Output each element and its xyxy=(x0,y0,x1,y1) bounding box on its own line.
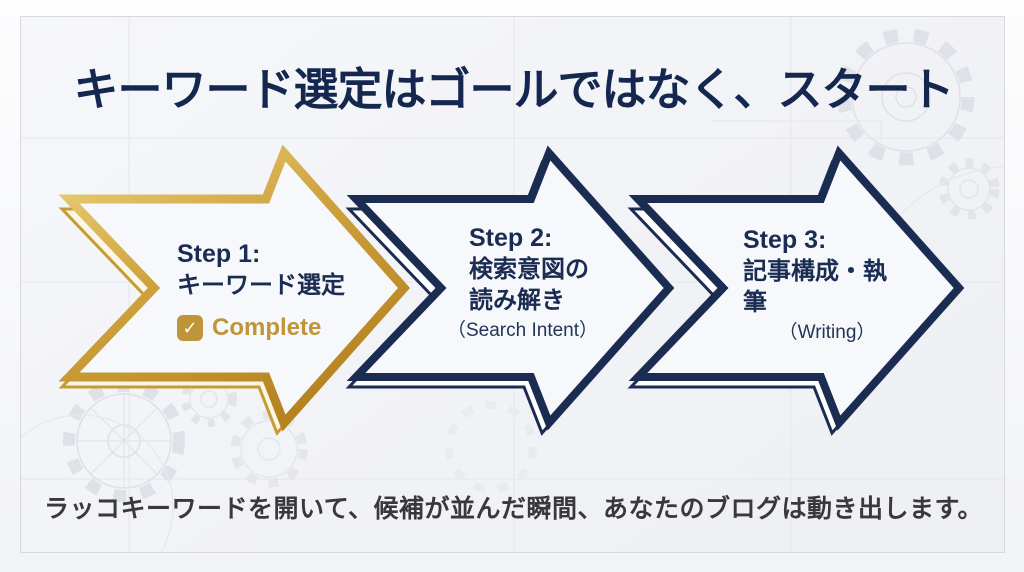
complete-badge: ✓ Complete xyxy=(177,314,345,342)
step-1-heading: Step 1: xyxy=(177,240,261,268)
step-3-heading: Step 3: xyxy=(743,226,827,254)
step-3-text-line2: 筆 xyxy=(743,289,767,316)
step-2-heading: Step 2: xyxy=(469,224,553,252)
check-square-icon: ✓ xyxy=(177,315,203,341)
slide-card: キーワード選定はゴールではなく、スタート Step 1: キーワード選定 ✓ C… xyxy=(20,16,1005,553)
step-2-text-line1: 検索意図の xyxy=(469,256,589,283)
step-2-subtext: （Search Intent） xyxy=(447,320,599,341)
gear-icon xyxy=(837,28,975,166)
gear-icon xyxy=(445,401,537,493)
bottom-caption: ラッコキーワードを開いて、候補が並んだ瞬間、あなたのブログは動き出します。 xyxy=(43,495,983,523)
step-3-subtext: （Writing） xyxy=(778,322,876,343)
step-1-arrow xyxy=(58,144,411,436)
gear-icon xyxy=(938,158,1000,220)
complete-label: Complete xyxy=(212,314,322,341)
step-2-text-line2: 読み解き xyxy=(469,287,565,314)
slide-title: キーワード選定はゴールではなく、スタート xyxy=(73,64,954,115)
step-1-text: キーワード選定 xyxy=(177,272,345,299)
arc-decoration xyxy=(21,414,174,552)
step-3-text-line1: 記事構成・執 xyxy=(743,258,887,285)
step-3-arrow xyxy=(627,145,965,436)
process-arrows xyxy=(58,144,965,436)
step-2-block: Step 2: 検索意図の 読み解き （Search Intent） xyxy=(447,223,598,344)
step-2-arrow xyxy=(345,145,675,436)
step-3-block: Step 3: 記事構成・執 筆 （Writing） xyxy=(743,225,943,346)
step-1-block: Step 1: キーワード選定 ✓ Complete xyxy=(177,239,345,342)
